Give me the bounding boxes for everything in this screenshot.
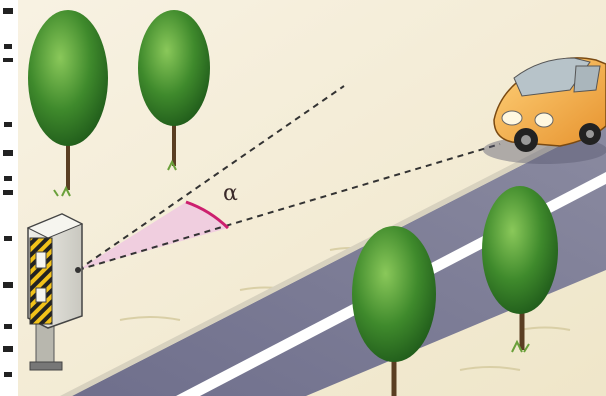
car — [483, 57, 606, 164]
angle-label: α — [223, 181, 238, 206]
angle-sector — [78, 202, 228, 270]
speed-camera — [26, 213, 84, 371]
page-margin — [0, 0, 18, 396]
angle-arc — [185, 200, 230, 230]
margin-text-fragments — [3, 8, 13, 377]
tree-far-left — [28, 10, 108, 197]
tree-far-center — [138, 10, 210, 171]
upper-sight-line — [77, 85, 345, 271]
lower-sight-line — [77, 143, 501, 271]
tree-near-center — [352, 226, 436, 396]
road-edge — [60, 116, 606, 396]
tree-near-right — [482, 186, 558, 353]
